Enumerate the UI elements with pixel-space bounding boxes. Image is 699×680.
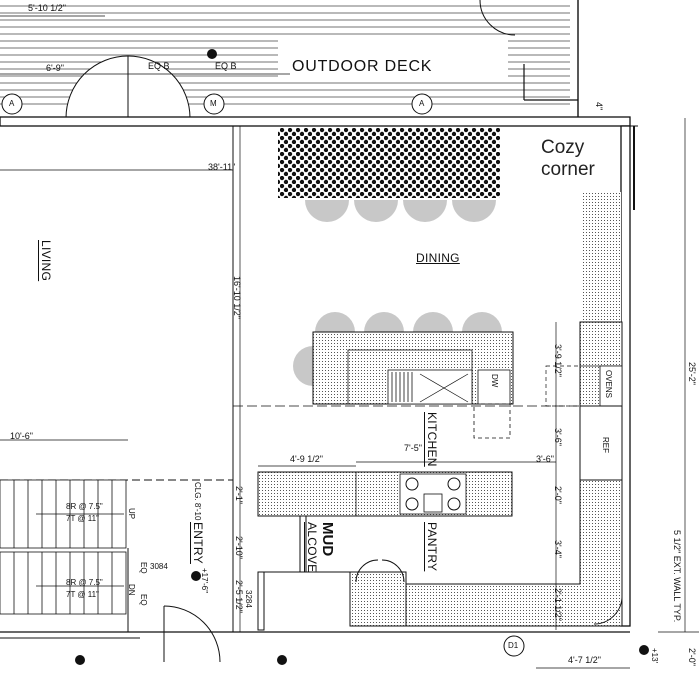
cozy-corner-line1: Cozy — [541, 137, 585, 158]
dim-2-5: 2'-5 1/2" — [234, 580, 244, 613]
stair-treads-2: 7T @ 11" — [66, 590, 99, 599]
alcove-label: ALCOVE — [305, 522, 319, 573]
mud-label: MUD — [319, 522, 336, 557]
stair-down-label: DN — [127, 584, 136, 596]
range-counter — [257, 471, 513, 517]
kitchen-label: KITCHEN — [425, 412, 439, 467]
window-bench — [581, 192, 621, 322]
entry-label: ENTRY — [191, 522, 205, 564]
section-tag-a1: A — [9, 99, 15, 108]
dim-4-9: 4'-9 1/2" — [290, 454, 323, 464]
section-markers — [1, 93, 525, 657]
ovens-label: OVENS — [604, 370, 613, 399]
dim-25-2: 25'-2" — [687, 362, 697, 385]
stair-treads-1: 7T @ 11" — [66, 514, 99, 523]
stair-risers-2: 8R @ 7.5" — [66, 578, 103, 587]
dim-3-4: 3'-4" — [553, 540, 563, 558]
dim-16-10: 16'-10 1/2" — [232, 276, 242, 319]
eq-label-1: EQ — [139, 562, 148, 574]
dim-4: 4" — [594, 102, 604, 111]
eq-b-label-2: EQ B — [215, 61, 237, 71]
stair-up-label: UP — [127, 508, 136, 520]
eq-label-2: EQ — [139, 594, 148, 606]
pantry-label: PANTRY — [425, 522, 439, 572]
dim-3-6a: 3'-6" — [536, 454, 554, 464]
section-tag-m: M — [210, 99, 217, 108]
dim-38-11: 38'-11" — [208, 162, 236, 172]
dim-2-10: 2'-10" — [234, 536, 244, 559]
outdoor-deck-label: OUTDOOR DECK — [292, 58, 433, 75]
dining-stools — [293, 200, 502, 386]
entry-elevation: +17'-6" — [200, 568, 209, 594]
dim-7-5: 7'-5" — [404, 443, 422, 453]
dim-3-9: 3'-9 1/2" — [553, 344, 563, 377]
stairs — [0, 479, 127, 615]
dim-6-9: 6'-9" — [46, 63, 64, 73]
cozy-corner-line2: corner — [541, 159, 595, 180]
dim-2-0b: 2'-0" — [687, 648, 697, 666]
eq-b-label-1: EQ B — [148, 61, 170, 71]
dim-4-7: 4'-7 1/2" — [568, 655, 601, 665]
dining-rug — [278, 128, 500, 198]
dishwasher-label: DW — [490, 374, 499, 388]
section-tag-d1: D1 — [508, 641, 519, 650]
elevation-13: +13' — [650, 648, 659, 664]
dim-2-1: 2'-1" — [234, 486, 244, 504]
dim-10-6: 10'-6" — [10, 431, 33, 441]
dim-5-10: 5'-10 1/2" — [28, 3, 66, 13]
living-room-label: LIVING — [39, 240, 53, 282]
door-tag-3084: 3084 — [150, 562, 168, 571]
door-tag-3284: 3284 — [244, 590, 253, 608]
dim-2-0a: 2'-0" — [553, 486, 563, 504]
dining-room-label: DINING — [416, 251, 460, 265]
stair-risers-1: 8R @ 7.5" — [66, 502, 103, 511]
ext-wall-note: 5 1/2" EXT. WALL TYP. — [672, 530, 682, 623]
ref-label: REF — [601, 437, 610, 453]
dim-2-1-2: 2'-1 1/2" — [553, 588, 563, 621]
ceiling-height-label: CLG. 8'-10 — [193, 482, 202, 521]
dim-3-6b: 3'-6" — [553, 428, 563, 446]
section-tag-a2: A — [419, 99, 425, 108]
